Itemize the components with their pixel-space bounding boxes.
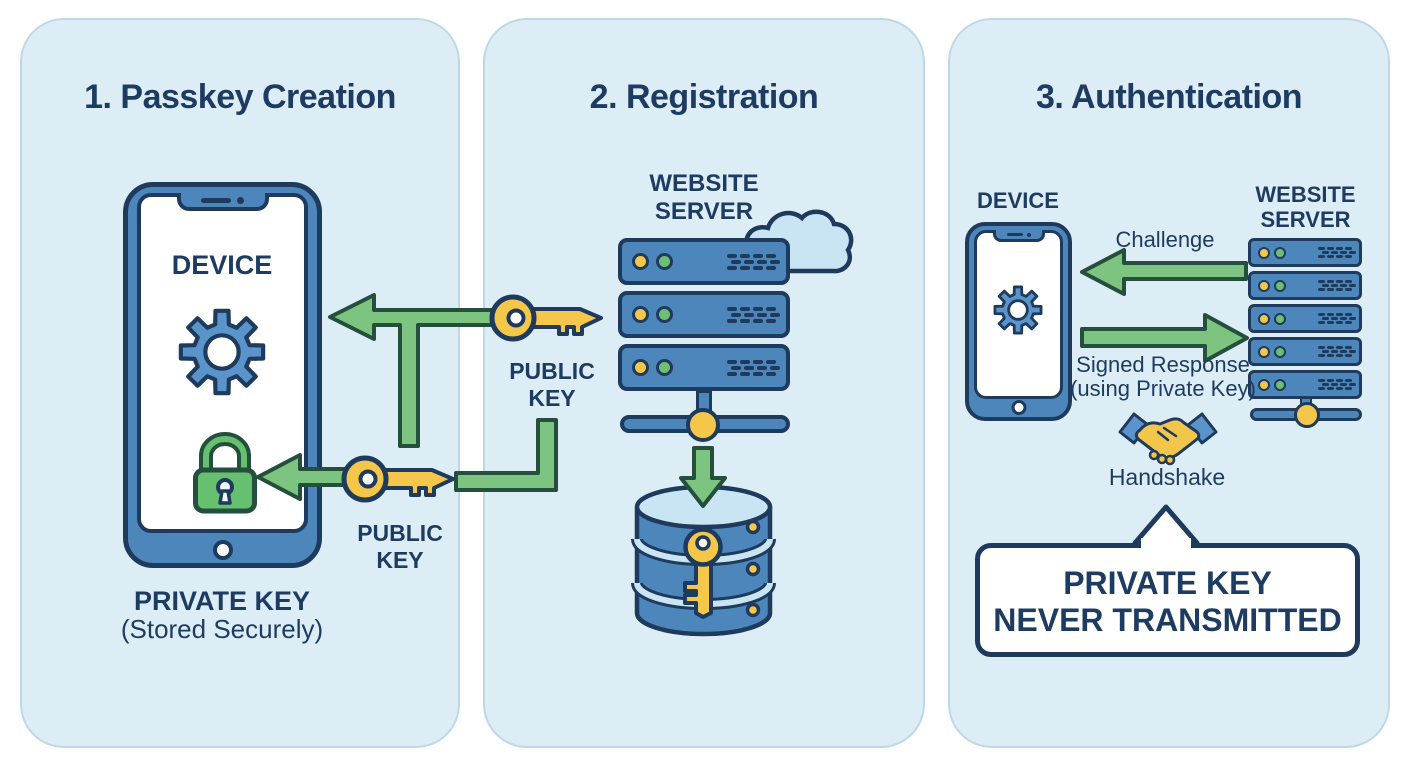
lock-icon xyxy=(193,432,257,514)
status-dot-green xyxy=(1274,378,1286,391)
green-arrow-signed-response xyxy=(1080,313,1249,363)
handshake-label: Handshake xyxy=(1108,464,1226,490)
status-dot-yellow xyxy=(1258,246,1270,259)
home-button-icon xyxy=(212,540,233,560)
device-label-3: DEVICE xyxy=(977,188,1059,213)
server-unit xyxy=(618,291,790,338)
green-arrow-server-to-database xyxy=(679,446,727,508)
callout-line1: PRIVATE KEY xyxy=(1063,565,1272,601)
server-unit xyxy=(618,238,790,285)
status-dot-green xyxy=(656,359,673,376)
status-dot-green xyxy=(656,306,673,323)
website-server-label-3: WEBSITE SERVER xyxy=(1255,182,1356,232)
status-dot-green xyxy=(656,253,673,270)
challenge-label: Challenge xyxy=(1115,227,1215,252)
key-icon-public-key-device xyxy=(341,455,455,503)
status-dot-yellow xyxy=(1258,279,1270,292)
vent-dashes xyxy=(1318,280,1356,291)
callout-private-key-never-transmitted: PRIVATE KEY NEVER TRANSMITTED xyxy=(975,543,1360,657)
status-dot-green xyxy=(1274,246,1286,259)
panel3-title: 3. Authentication xyxy=(1035,78,1303,116)
server-unit xyxy=(1248,304,1362,333)
database-icon xyxy=(631,484,776,637)
vent-dashes xyxy=(727,359,780,376)
home-button-icon xyxy=(1011,400,1026,415)
server-rack-icon-2 xyxy=(618,238,790,397)
status-dot-yellow xyxy=(632,306,649,323)
vent-dashes xyxy=(1318,313,1356,324)
status-dot-yellow xyxy=(1258,345,1270,358)
status-dot-yellow xyxy=(632,253,649,270)
network-node-icon-3 xyxy=(1294,402,1320,428)
gear-icon xyxy=(178,308,266,396)
callout-pointer xyxy=(1132,504,1200,548)
private-key-label: PRIVATE KEY xyxy=(133,586,311,616)
server-unit xyxy=(618,344,790,391)
panel2-title: 2. Registration xyxy=(589,78,819,116)
private-key-note: (Stored Securely) xyxy=(120,614,324,644)
green-elbow-connector xyxy=(454,418,558,492)
vent-dashes xyxy=(1318,247,1356,258)
server-unit xyxy=(1248,337,1362,366)
speaker-icon xyxy=(201,197,231,203)
server-unit xyxy=(1248,238,1362,267)
panel1-title: 1. Passkey Creation xyxy=(84,78,396,116)
camera-icon xyxy=(1026,232,1031,237)
camera-icon xyxy=(237,196,244,204)
network-node-icon-2 xyxy=(686,408,720,442)
server-unit xyxy=(1248,370,1362,399)
status-dot-yellow xyxy=(1258,378,1270,391)
signed-response-note: (using Private Key) xyxy=(1070,376,1256,401)
status-dot-green xyxy=(1274,312,1286,325)
server-rack-icon-3 xyxy=(1248,238,1362,403)
status-dot-green xyxy=(1274,345,1286,358)
status-dot-yellow xyxy=(632,359,649,376)
server-unit xyxy=(1248,271,1362,300)
vent-dashes xyxy=(727,306,780,323)
public-key-label-server: PUBLIC KEY xyxy=(509,358,595,411)
green-arrow-key-to-lock xyxy=(256,453,348,501)
green-arrow-challenge xyxy=(1080,248,1248,296)
status-dot-green xyxy=(1274,279,1286,292)
stored-key-icon xyxy=(683,561,713,619)
website-server-label-2: WEBSITE SERVER xyxy=(649,170,759,225)
status-dot-yellow xyxy=(1258,312,1270,325)
gear-icon-3 xyxy=(993,285,1043,335)
phone-notch xyxy=(176,193,269,211)
public-key-label-device: PUBLIC KEY xyxy=(357,520,443,573)
key-icon-public-key-server xyxy=(489,294,603,342)
device-label-1: DEVICE xyxy=(171,250,273,280)
vent-dashes xyxy=(1318,346,1356,357)
vent-dashes xyxy=(1318,379,1356,390)
handshake-icon xyxy=(1118,412,1218,466)
speaker-icon xyxy=(1006,233,1023,236)
vent-dashes xyxy=(727,253,780,270)
signed-response-label: Signed Response xyxy=(1076,352,1250,377)
callout-line2: NEVER TRANSMITTED xyxy=(993,602,1342,638)
phone-notch-3 xyxy=(992,230,1045,242)
green-arrow-public-key-to-device xyxy=(328,293,494,448)
